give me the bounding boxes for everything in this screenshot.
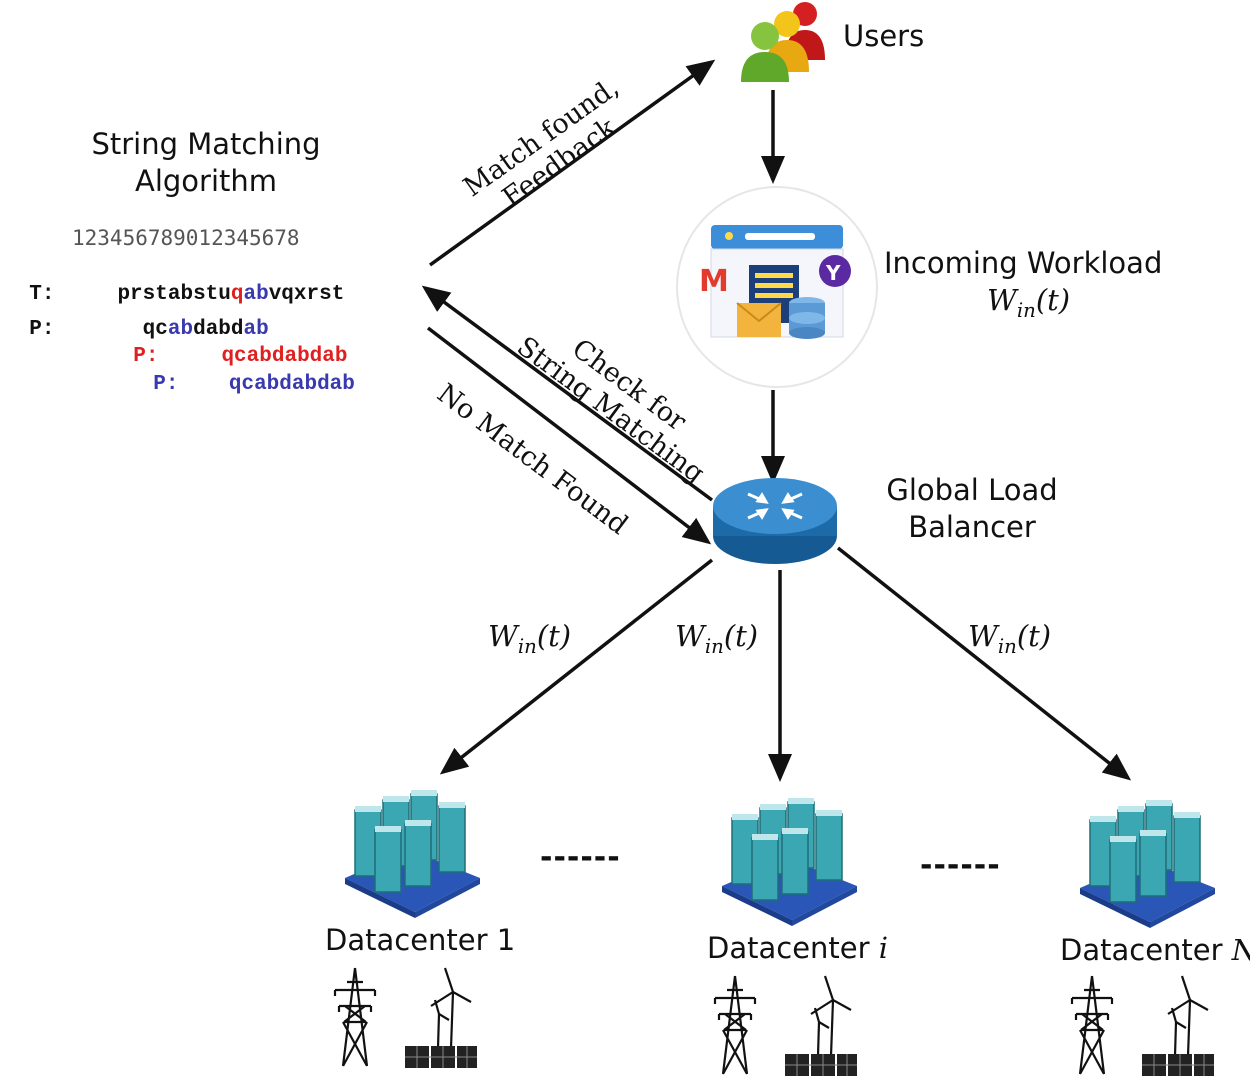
index-row: 123456789012345678: [72, 226, 300, 250]
datacenter-1: [335, 780, 485, 920]
power-sources-n: [1070, 975, 1214, 1076]
power-tower-icon: [1070, 975, 1114, 1075]
arrow-to-datacenter-1: [439, 558, 714, 775]
router-icon: [713, 478, 837, 564]
users-label: Users: [843, 19, 925, 53]
server-cluster-icon: [1080, 800, 1215, 928]
arrow-to-datacenter-n: [836, 546, 1132, 781]
pattern-row-1: P: qcabdabdab: [29, 318, 269, 341]
power-sources-i: [713, 975, 857, 1076]
datacenter-i: [712, 788, 862, 928]
datacenter-n-label: Datacenter N: [1060, 933, 1250, 967]
pattern-row-2: P: qcabdabdab: [133, 345, 348, 368]
arrow-match-found: [428, 59, 716, 267]
arrow-check-string-matching: [421, 285, 714, 502]
text-row: T: prstabstuqabvqxrst: [29, 283, 345, 306]
wind-solar-icon: [1142, 975, 1214, 1076]
users-icon: [741, 2, 825, 82]
svg-text:M: M: [699, 264, 729, 299]
dispatch-label-1: Win(t): [488, 619, 572, 658]
datacenter-1-label: Datacenter 1: [325, 923, 516, 957]
svg-text:Y: Y: [825, 261, 841, 285]
ellipsis-left: ------: [540, 840, 621, 875]
datacenter-i-label: Datacenter i: [707, 931, 889, 965]
balancer-label: Global Load Balancer: [886, 473, 1058, 545]
workload-formula: Win(t): [987, 283, 1071, 322]
power-sources-1: [333, 967, 477, 1068]
arrow-no-match-found: [426, 326, 712, 545]
dispatch-label-n: Win(t): [968, 619, 1052, 658]
workload-label: Incoming Workload Win(t): [884, 245, 1162, 323]
power-tower-icon: [333, 967, 377, 1067]
wind-solar-icon: [405, 967, 477, 1068]
ellipsis-right: ------: [920, 848, 1001, 883]
workload-label-line1: Incoming Workload: [884, 246, 1163, 280]
server-cluster-icon: [345, 790, 480, 918]
wind-solar-icon: [785, 975, 857, 1076]
pattern-row-3: P: qcabdabdab: [153, 373, 355, 396]
workload-icon: M Y: [676, 186, 878, 388]
dispatch-label-i: Win(t): [675, 619, 759, 658]
datacenter-n: [1070, 790, 1220, 930]
power-tower-icon: [713, 975, 757, 1075]
algorithm-title: String Matching Algorithm: [91, 127, 321, 199]
server-cluster-icon: [722, 798, 857, 926]
